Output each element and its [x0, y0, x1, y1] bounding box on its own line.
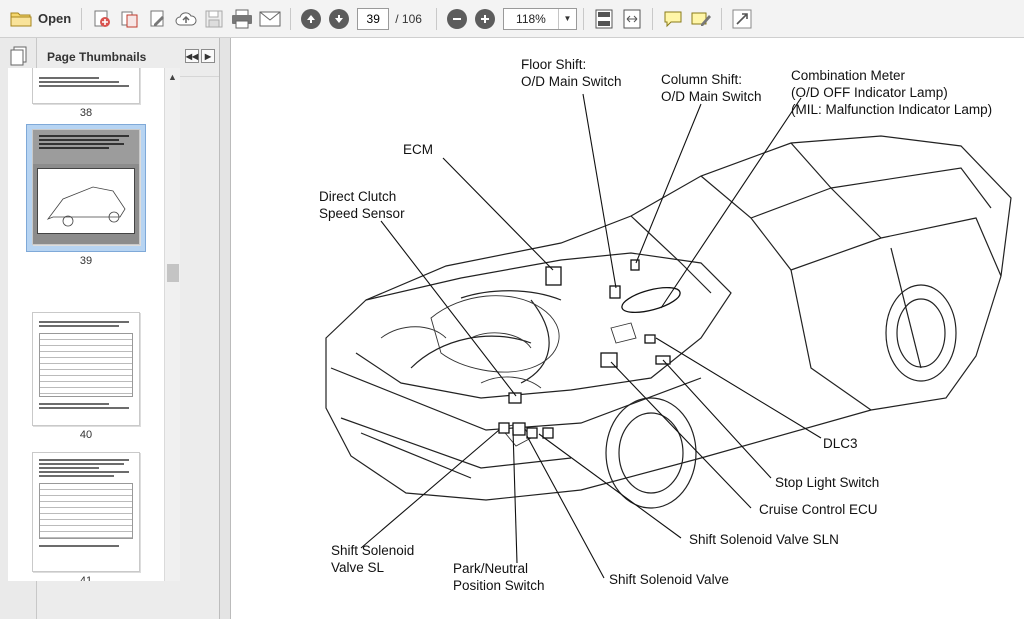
expand-icon	[732, 9, 752, 28]
car-outline	[325, 135, 1012, 501]
thumbnail-item[interactable]: 40	[8, 312, 164, 441]
cloud-upload-icon	[175, 11, 197, 25]
panel-header: Page Thumbnails ◀◀ ▶	[37, 38, 219, 76]
zoom-out-button[interactable]	[443, 5, 471, 33]
label-shift-solenoid-sl-2: Valve SL	[331, 560, 385, 575]
label-shift-solenoid-valve: Shift Solenoid Valve	[609, 572, 729, 587]
label-park-neutral-2: Position Switch	[453, 578, 545, 593]
label-direct-clutch-2: Speed Sensor	[319, 206, 405, 221]
label-shift-solenoid-sl: Shift Solenoid	[331, 543, 414, 558]
thumbnail-page-number: 38	[79, 107, 93, 119]
thumbnail-item[interactable]: 38	[8, 68, 164, 119]
thumbnail-page-number: 40	[79, 429, 93, 441]
label-floor-shift: Floor Shift:	[521, 57, 586, 72]
upload-button[interactable]	[172, 5, 200, 33]
panel-splitter[interactable]	[220, 38, 231, 619]
thumbnail-item-selected[interactable]: 39	[8, 124, 164, 267]
label-column-shift-2: O/D Main Switch	[661, 89, 762, 104]
comment-button[interactable]	[659, 5, 687, 33]
label-direct-clutch: Direct Clutch	[319, 189, 396, 204]
thumbnail-item[interactable]: 41	[8, 452, 164, 581]
page-thumbnails-tab[interactable]	[0, 38, 37, 74]
zoom-in-button[interactable]	[471, 5, 499, 33]
edit-document-icon	[150, 10, 165, 26]
save-icon	[205, 10, 223, 27]
save-button[interactable]	[200, 5, 228, 33]
speech-bubble-icon	[664, 11, 682, 27]
arrow-up-icon	[301, 8, 322, 29]
toolbar-separator	[651, 7, 653, 30]
engine-bay	[380, 268, 637, 447]
create-pdf-button[interactable]	[88, 5, 116, 33]
fullscreen-button[interactable]	[728, 5, 756, 33]
leader-lines	[360, 93, 822, 579]
chevron-down-icon[interactable]: ▼	[557, 8, 576, 29]
toolbar-separator	[81, 7, 83, 30]
next-page-button[interactable]	[325, 5, 353, 33]
toolbar-separator	[720, 7, 722, 30]
fit-width-button[interactable]	[618, 5, 646, 33]
thumbnail-selection	[26, 124, 146, 252]
label-combination-meter: Combination Meter	[791, 68, 906, 83]
diagram-labels: Floor Shift: O/D Main Switch Column Shif…	[319, 57, 992, 593]
thumbnail-page	[32, 452, 140, 572]
expand-panel-button[interactable]: ▶	[201, 49, 215, 63]
label-cruise-control-ecu: Cruise Control ECU	[759, 502, 878, 517]
document-view: Floor Shift: O/D Main Switch Column Shif…	[231, 38, 1024, 619]
thumbnail-page-number: 39	[79, 255, 93, 267]
panel-title: Page Thumbnails	[47, 50, 147, 64]
fit-width-icon	[623, 9, 641, 28]
zoom-value: 118%	[516, 11, 546, 26]
print-button[interactable]	[228, 5, 256, 33]
open-label: Open	[38, 11, 72, 26]
page-number-input[interactable]	[357, 7, 390, 30]
label-floor-shift-2: O/D Main Switch	[521, 74, 622, 89]
thumbnail-page-number: 41	[79, 575, 93, 581]
scroll-up-icon[interactable]: ▲	[168, 72, 177, 82]
highlighter-icon	[691, 12, 711, 26]
printer-icon	[232, 9, 253, 28]
combine-files-button[interactable]	[116, 5, 144, 33]
arrow-down-icon	[329, 8, 350, 29]
label-column-shift: Column Shift:	[661, 72, 742, 87]
minus-icon	[446, 8, 467, 29]
component-markers	[498, 259, 681, 439]
highlight-button[interactable]	[687, 5, 715, 33]
thumbnail-page	[32, 68, 140, 104]
wheels	[605, 284, 957, 509]
thumbnail-page	[32, 312, 140, 426]
previous-page-button[interactable]	[297, 5, 325, 33]
page-total: / 106	[395, 11, 422, 26]
toolbar: Open / 106 118% ▼	[0, 0, 1024, 38]
create-pdf-icon	[94, 10, 111, 27]
thumbnail-scrollbar[interactable]: ▲	[164, 68, 180, 581]
collapse-panel-button[interactable]: ◀◀	[185, 49, 199, 63]
label-combination-meter-2: (O/D OFF Indicator Lamp)	[791, 85, 948, 100]
email-button[interactable]	[256, 5, 284, 33]
label-dlc3: DLC3	[823, 436, 858, 451]
toolbar-separator	[582, 7, 584, 30]
label-ecm: ECM	[403, 142, 433, 157]
plus-icon	[474, 8, 495, 29]
fit-page-icon	[595, 9, 613, 28]
thumbnail-list: 38 39 40	[8, 68, 164, 581]
toolbar-separator	[290, 7, 292, 30]
vehicle-component-diagram: Floor Shift: O/D Main Switch Column Shif…	[319, 57, 1012, 593]
label-combination-meter-3: (MIL: Malfunction Indicator Lamp)	[791, 102, 992, 117]
label-park-neutral: Park/Neutral	[453, 561, 528, 576]
edit-document-button[interactable]	[144, 5, 172, 33]
label-shift-solenoid-sln: Shift Solenoid Valve SLN	[689, 532, 839, 547]
folder-icon	[10, 12, 32, 26]
envelope-icon	[259, 11, 281, 26]
zoom-select[interactable]: 118% ▼	[502, 7, 577, 30]
open-button[interactable]: Open	[6, 5, 75, 33]
combine-files-icon	[121, 11, 138, 27]
scroll-thumb[interactable]	[167, 264, 179, 282]
fit-page-button[interactable]	[590, 5, 618, 33]
toolbar-separator	[435, 7, 437, 30]
label-stop-light-switch: Stop Light Switch	[775, 475, 879, 490]
pages-icon	[10, 46, 26, 66]
thumbnail-page	[32, 129, 140, 245]
